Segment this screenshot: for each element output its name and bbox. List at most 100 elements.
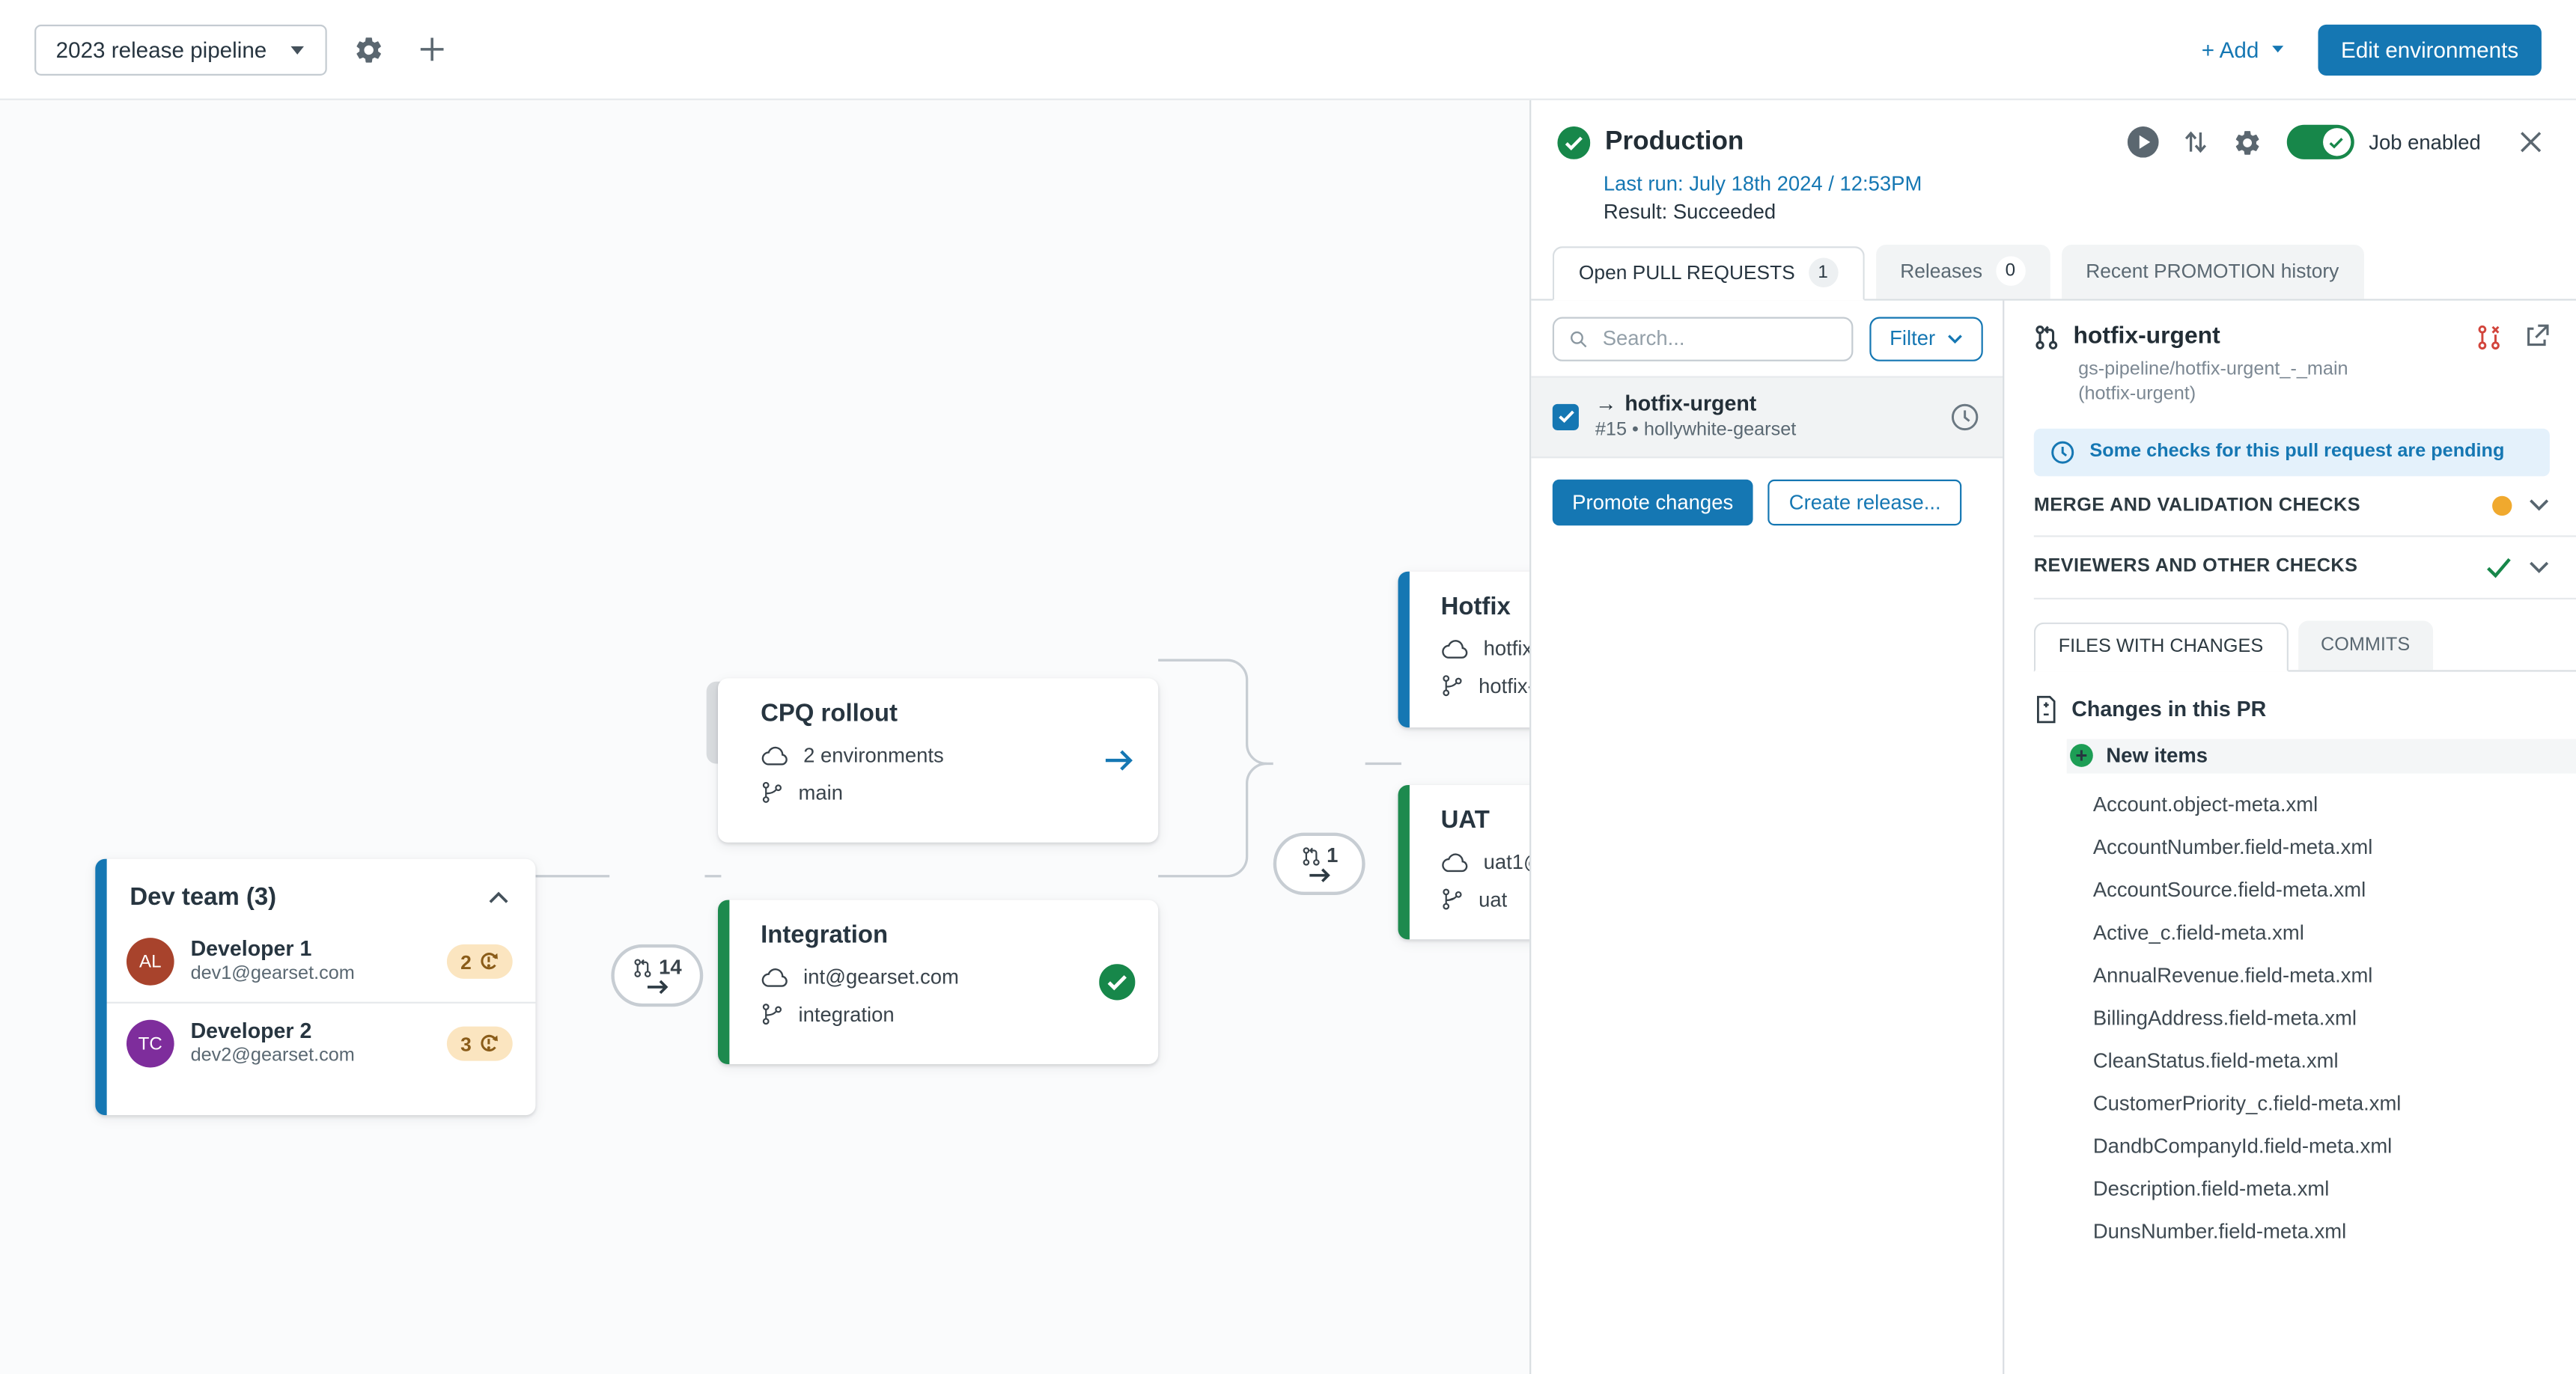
node-cpq-rollout[interactable]: CPQ rollout 2 environments main — [718, 678, 1159, 843]
file-row[interactable]: AccountNumber.field-meta.xml — [2092, 835, 2373, 859]
file-row[interactable]: BillingAddress.field-meta.xml — [2092, 1006, 2357, 1030]
tab-count-badge: 1 — [1808, 258, 1838, 288]
file-row[interactable]: Account.object-meta.xml — [2092, 793, 2318, 816]
branch-name: main — [798, 781, 843, 804]
behind-sync-icon — [481, 953, 498, 970]
pull-request-icon — [2035, 325, 2058, 349]
search-field[interactable] — [1552, 316, 1854, 361]
tab-files-with-changes[interactable]: FILES WITH CHANGES — [2033, 622, 2289, 672]
gear-icon[interactable] — [2232, 127, 2262, 157]
pipeline-settings-button[interactable] — [347, 27, 392, 71]
arrow-right-icon — [1309, 867, 1330, 882]
org-username: int@gearset.com — [803, 965, 959, 989]
collapse-button[interactable] — [488, 890, 510, 905]
create-release-button[interactable]: Create release... — [1767, 479, 1963, 525]
node-title: Hotfix — [1440, 593, 1511, 621]
pr-meta: #15 • hollywhite-gearset — [1595, 420, 1797, 440]
add-label: + Add — [2201, 37, 2259, 62]
changes-behind-badge[interactable]: 3 — [447, 1027, 513, 1062]
tab-open-pull-requests[interactable]: Open PULL REQUESTS 1 — [1552, 245, 1864, 301]
team-member-row[interactable]: AL Developer 1 dev1@gearset.com 2 — [95, 921, 535, 1002]
last-run-link[interactable]: Last run: July 18th 2024 / 12:53PM — [1603, 172, 1922, 196]
node-accent-bar — [1398, 784, 1410, 940]
file-row[interactable]: DandbCompanyId.field-meta.xml — [2092, 1134, 2393, 1158]
node-integration[interactable]: Integration int@gearset.com integration — [718, 900, 1159, 1065]
open-environment-arrow[interactable] — [1103, 748, 1136, 774]
job-enabled-toggle[interactable] — [2286, 124, 2354, 159]
diff-file-icon — [2037, 695, 2056, 723]
arrow-right-icon — [646, 979, 668, 994]
cloud-icon — [761, 968, 788, 987]
pending-checks-notice: Some checks for this pull request are pe… — [2033, 428, 2550, 476]
connector-pr-count-badge[interactable]: 14 — [611, 944, 704, 1007]
member-email: dev1@gearset.com — [190, 964, 355, 985]
changed-file-list: Account.object-meta.xml AccountNumber.fi… — [2034, 783, 2576, 1253]
file-row[interactable]: CleanStatus.field-meta.xml — [2092, 1048, 2339, 1072]
search-input[interactable] — [1599, 326, 1837, 352]
branch-icon — [1443, 675, 1462, 697]
member-name: Developer 1 — [190, 935, 312, 961]
node-dev-team[interactable]: Dev team (3) AL Developer 1 dev1@gearset… — [95, 858, 536, 1116]
team-member-row[interactable]: TC Developer 2 dev2@gearset.com 3 — [95, 1002, 536, 1084]
gear-icon — [357, 37, 382, 62]
cloud-icon — [1442, 640, 1468, 659]
file-row[interactable]: AnnualRevenue.field-meta.xml — [2092, 963, 2373, 987]
close-icon — [2521, 132, 2542, 153]
group-label: New items — [2106, 744, 2208, 768]
tab-recent-promotion-history[interactable]: Recent PROMOTION history — [2061, 244, 2364, 299]
pending-clock-icon — [1950, 402, 1980, 432]
tab-commits[interactable]: COMMITS — [2298, 620, 2433, 670]
pipeline-selector[interactable]: 2023 release pipeline — [34, 23, 328, 75]
node-accent-bar — [718, 900, 730, 1065]
section-reviewers-other-checks[interactable]: REVIEWERS AND OTHER CHECKS — [2033, 537, 2576, 599]
sort-order-icon[interactable] — [2183, 128, 2208, 156]
job-enabled-label: Job enabled — [2369, 130, 2481, 154]
section-merge-validation-checks[interactable]: MERGE AND VALIDATION CHECKS — [2033, 476, 2576, 537]
new-items-group[interactable]: + New items — [2066, 739, 2576, 774]
pr-detail-tabbar: FILES WITH CHANGES COMMITS — [2033, 620, 2576, 672]
filter-button[interactable]: Filter — [1869, 316, 1983, 361]
add-dropdown[interactable]: + Add — [2202, 37, 2286, 61]
branch-name: integration — [798, 1002, 895, 1026]
external-link-icon[interactable] — [2524, 324, 2550, 350]
behind-sync-icon — [481, 1035, 498, 1052]
file-row[interactable]: Active_c.field-meta.xml — [2092, 920, 2304, 944]
chevron-down-icon — [2272, 46, 2284, 53]
pull-request-row[interactable]: →hotfix-urgent #15 • hollywhite-gearset — [1531, 375, 2003, 458]
last-run-result: Result: Succeeded — [1603, 200, 1776, 224]
tab-releases[interactable]: Releases 0 — [1875, 244, 2050, 299]
file-row[interactable]: CustomerPriority_c.field-meta.xml — [2092, 1091, 2402, 1115]
pr-detail-title: hotfix-urgent — [2073, 323, 2220, 350]
arrow-right-icon — [1105, 750, 1133, 771]
pr-count: 1 — [1327, 843, 1339, 867]
avatar: TC — [126, 1020, 174, 1069]
connector-pr-count-badge[interactable]: 1 — [1273, 832, 1365, 896]
chevron-down-icon — [2530, 500, 2549, 512]
check-icon — [2487, 558, 2511, 578]
pr-checkbox[interactable] — [1552, 403, 1579, 430]
clock-icon — [1951, 403, 1979, 430]
run-job-button[interactable] — [2127, 126, 2159, 158]
node-title: Integration — [761, 921, 889, 950]
edit-environments-button[interactable]: Edit environments — [2318, 23, 2542, 75]
branch-icon — [1443, 888, 1462, 910]
close-panel-button[interactable] — [2518, 129, 2543, 154]
changes-in-pr-heading: Changes in this PR — [2034, 694, 2576, 724]
file-row[interactable]: DunsNumber.field-meta.xml — [2092, 1220, 2347, 1243]
member-name: Developer 2 — [190, 1019, 312, 1043]
pr-branch-mapping: gs-pipeline/hotfix-urgent_-_main — [2078, 359, 2348, 379]
pull-request-icon — [634, 958, 651, 977]
changes-behind-badge[interactable]: 2 — [447, 944, 513, 980]
plus-icon — [421, 37, 445, 61]
add-pipeline-button[interactable] — [411, 28, 454, 70]
promote-changes-button[interactable]: Promote changes — [1552, 479, 1753, 525]
compare-changes-icon[interactable] — [2476, 323, 2502, 351]
file-row[interactable]: Description.field-meta.xml — [2092, 1176, 2330, 1200]
pr-branch-name: (hotfix-urgent) — [2078, 385, 2196, 405]
panel-title: Production — [1605, 127, 1744, 156]
check-icon — [2330, 137, 2344, 148]
search-icon — [1571, 331, 1587, 347]
file-row[interactable]: AccountSource.field-meta.xml — [2092, 878, 2366, 902]
connector-lines — [535, 659, 1401, 878]
